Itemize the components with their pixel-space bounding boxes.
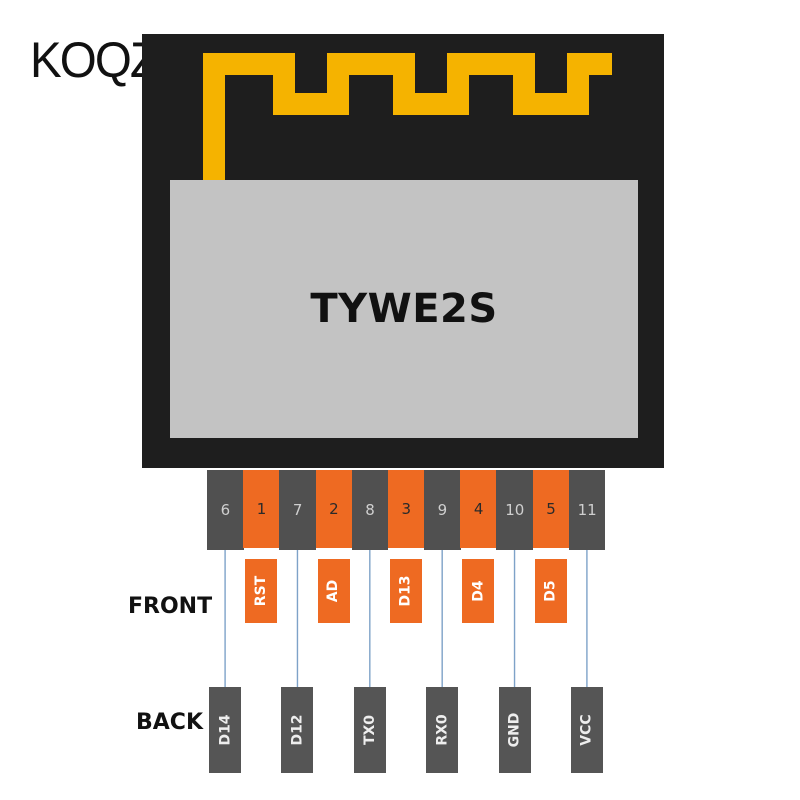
front-tag-label: RST bbox=[253, 575, 270, 607]
pin-1: 1 bbox=[243, 470, 280, 548]
front-row-label: FRONT bbox=[128, 594, 213, 619]
front-tag-label: AD bbox=[325, 579, 342, 603]
back-tag-d14: D14 bbox=[209, 687, 242, 773]
back-tag-d12: D12 bbox=[281, 687, 314, 773]
back-row-label: BACK bbox=[136, 710, 203, 735]
front-tag-label: D5 bbox=[542, 580, 559, 602]
pin-4: 4 bbox=[460, 470, 497, 548]
front-tag-d13: D13 bbox=[390, 559, 422, 623]
module-shield: TYWE2S bbox=[170, 180, 638, 438]
pin-5: 5 bbox=[532, 470, 570, 548]
back-tag-label: RX0 bbox=[434, 714, 451, 746]
front-tag-d5: D5 bbox=[534, 559, 567, 623]
pin-8: 8 bbox=[351, 470, 389, 550]
back-tag-label: TX0 bbox=[361, 714, 378, 746]
pin-9: 9 bbox=[424, 470, 461, 550]
back-tag-label: D12 bbox=[289, 714, 306, 746]
front-tag-label: D4 bbox=[470, 580, 487, 602]
front-tag-label: D13 bbox=[397, 575, 414, 607]
front-tag-rst: RST bbox=[245, 559, 278, 623]
pin-3: 3 bbox=[387, 470, 425, 548]
pin-2: 2 bbox=[315, 470, 353, 548]
pin-6: 6 bbox=[207, 470, 244, 550]
back-tag-gnd: GND bbox=[498, 687, 531, 773]
pcb-antenna-trace bbox=[203, 53, 612, 180]
wifi-module: TYWE2S bbox=[142, 34, 664, 468]
back-tag-label: GND bbox=[506, 712, 523, 748]
back-tag-vcc: VCC bbox=[570, 687, 603, 773]
module-name: TYWE2S bbox=[310, 286, 498, 332]
pin-10: 10 bbox=[496, 470, 534, 550]
back-tag-rx0: RX0 bbox=[426, 687, 459, 773]
pin-11: 11 bbox=[568, 470, 606, 550]
back-tag-label: D14 bbox=[217, 714, 234, 746]
front-tag-d4: D4 bbox=[462, 559, 495, 623]
back-tag-tx0: TX0 bbox=[353, 687, 386, 773]
front-tag-ad: AD bbox=[317, 559, 350, 623]
back-tag-label: VCC bbox=[578, 714, 595, 746]
pin-7: 7 bbox=[279, 470, 317, 550]
